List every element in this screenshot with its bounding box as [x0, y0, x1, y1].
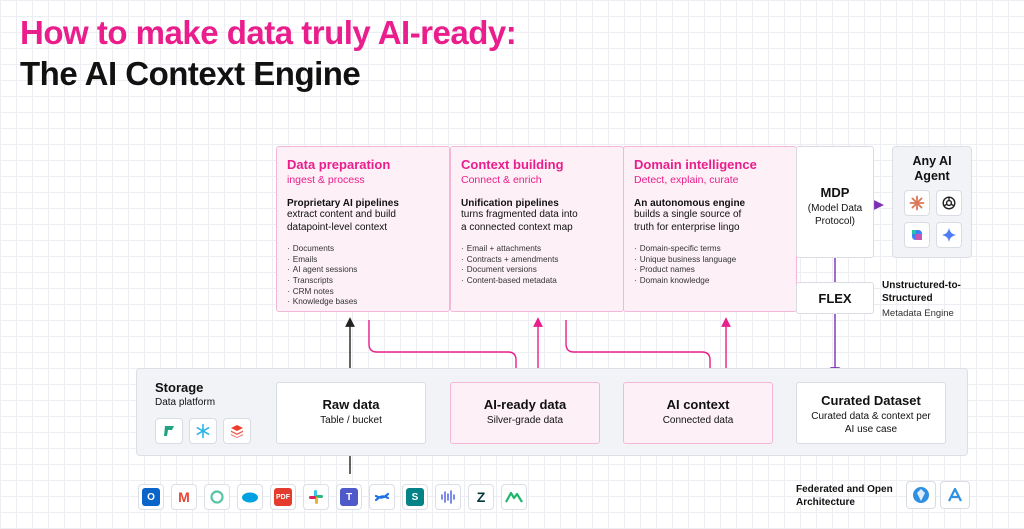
list-item: Email + attachments — [461, 244, 613, 255]
mdp-box: MDP (Model Data Protocol) — [796, 146, 874, 258]
stage-title: Context building — [461, 157, 564, 172]
storage-subtitle: Data platform — [155, 397, 216, 408]
data-box-title: Raw data — [322, 397, 380, 412]
list-item: Content-based metadata — [461, 276, 613, 287]
stage-heading: Unification pipelines — [461, 198, 559, 209]
raw-data-box: Raw data Table / bucket — [276, 382, 426, 444]
flex-subtitle: Metadata Engine — [882, 308, 954, 319]
data-box-title: AI-ready data — [483, 397, 567, 412]
stage-desc-line: datapoint-level context — [287, 221, 388, 233]
title-line-2: The AI Context Engine — [20, 55, 361, 92]
stage-subtitle: ingest & process — [287, 174, 365, 186]
stage-heading: Proprietary AI pipelines — [287, 198, 399, 209]
salesforce-icon — [237, 484, 263, 510]
data-box-sub: Table / bucket — [320, 415, 382, 426]
title-line-1: How to make data truly AI-ready: — [20, 14, 517, 51]
federated-line: Architecture — [796, 497, 855, 508]
stage-context-building: Context building Connect & enrich Unific… — [450, 146, 624, 312]
stage-domain-intelligence: Domain intelligence Detect, explain, cur… — [623, 146, 797, 312]
snowflake-icon — [189, 418, 217, 444]
teams-icon: T — [336, 484, 362, 510]
ai-agent-panel: Any AI Agent — [892, 146, 972, 258]
federated-line: Federated and Open — [796, 484, 893, 495]
list-item: Domain knowledge — [634, 276, 786, 287]
list-item: CRM notes — [287, 287, 439, 298]
arrow-prep-to-ready — [368, 320, 521, 379]
list-item: Knowledge bases — [287, 297, 439, 308]
iceberg-icon — [906, 481, 936, 509]
mdp-sub-line: (Model Data — [807, 203, 863, 214]
stage-desc-line: extract content and build — [287, 209, 396, 220]
stage-desc-line: a connected context map — [461, 221, 573, 233]
gong-icon — [501, 484, 527, 510]
list-item: Contracts + amendments — [461, 255, 613, 266]
qualtrics-icon — [204, 484, 230, 510]
list-item: Documents — [287, 244, 439, 255]
flex-box: FLEX — [796, 282, 874, 314]
flex-desc-line: Structured — [882, 292, 933, 304]
curated-dataset-box: Curated Dataset Curated data & context p… — [796, 382, 946, 444]
zendesk-icon: Z — [468, 484, 494, 510]
databricks-icon — [223, 418, 251, 444]
stage-desc-line: builds a single source of — [634, 209, 742, 220]
stage-data-preparation: Data preparation ingest & process Propri… — [276, 146, 450, 312]
list-item: Domain-specific terms — [634, 244, 786, 255]
mdp-sub-line: Protocol) — [814, 215, 855, 227]
stage-heading: An autonomous engine — [634, 198, 746, 209]
storage-title: Storage — [155, 380, 204, 395]
ai-ready-data-box: AI-ready data Silver-grade data — [450, 382, 600, 444]
data-box-sub: AI use case — [844, 423, 898, 435]
audio-icon — [435, 484, 461, 510]
flex-description: Unstructured-to- Structured — [882, 280, 961, 305]
stage-subtitle: Connect & enrich — [461, 174, 542, 186]
agent-title-line: Agent — [914, 169, 950, 183]
confluence-icon — [369, 484, 395, 510]
outlook-icon: O — [138, 484, 164, 510]
ai-context-box: AI context Connected data — [623, 382, 773, 444]
data-box-title: Curated Dataset — [821, 393, 921, 408]
sharepoint-icon: S — [402, 484, 428, 510]
list-item: AI agent sessions — [287, 265, 439, 276]
data-box-title: AI context — [666, 397, 730, 412]
gmail-icon: M — [171, 484, 197, 510]
claude-icon — [904, 190, 930, 216]
data-box-sub: Silver-grade data — [486, 415, 564, 426]
stage-title: Data preparation — [287, 157, 391, 172]
list-item: Emails — [287, 255, 439, 266]
stage-subtitle: Detect, explain, curate — [634, 174, 739, 186]
list-item: Unique business language — [634, 255, 786, 266]
stage-title: Domain intelligence — [634, 157, 757, 172]
fabric-icon — [155, 418, 183, 444]
mdp-title: MDP — [820, 185, 850, 200]
stage-desc-line: turns fragmented data into — [461, 209, 578, 220]
data-box-sub: Curated data & context per — [811, 411, 931, 422]
data-box-sub: Connected data — [662, 415, 734, 426]
list-item: Transcripts — [287, 276, 439, 287]
agent-title-line: Any AI — [912, 154, 952, 168]
pdf-icon: PDF — [270, 484, 296, 510]
arrow-context-to-aicontext — [565, 320, 715, 379]
stage-desc-line: truth for enterprise lingo — [634, 221, 740, 233]
gemini-icon — [936, 222, 962, 248]
arrow-logo-icon — [940, 481, 970, 509]
list-item: Document versions — [461, 265, 613, 276]
federated-label: Federated and Open Architecture — [796, 483, 893, 509]
openai-icon — [936, 190, 962, 216]
slack-icon — [303, 484, 329, 510]
flex-desc-line: Unstructured-to- — [882, 280, 961, 291]
copilot-icon — [904, 222, 930, 248]
list-item: Product names — [634, 265, 786, 276]
